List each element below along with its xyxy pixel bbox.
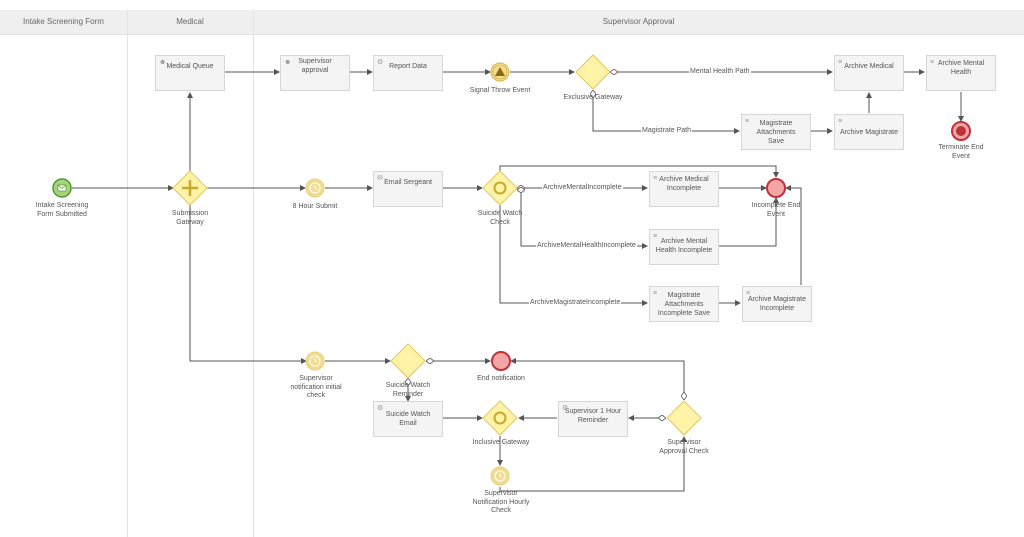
end-notification-event[interactable] <box>491 351 511 371</box>
terminate-end-label: Terminate End Event <box>938 144 984 160</box>
task-label: Report Data <box>389 62 427 70</box>
incomplete-end-event[interactable] <box>766 178 786 198</box>
task-magistrate-attachments-incomplete-save[interactable]: ≡ Magistrate Attachments Incomplete Save <box>649 286 719 322</box>
lane-header-intake: Intake Screening Form <box>0 10 127 35</box>
suicide-watch-check-label: Suicide Watch Check <box>477 210 523 226</box>
supervisor-notification-initial-timer[interactable] <box>305 351 325 371</box>
clock-icon <box>309 355 321 367</box>
flow-line <box>189 205 307 364</box>
start-event[interactable] <box>52 178 72 198</box>
start-event-label: Intake Screening Form Submitted <box>35 202 89 218</box>
script-icon: ≡ <box>930 59 935 66</box>
terminate-end-event[interactable] <box>951 121 971 141</box>
flow-line <box>719 197 779 247</box>
task-magistrate-attachments-save[interactable]: ≡ Magistrate Attachments Save <box>741 114 811 150</box>
archive-magistrate-incomplete-label: ArchiveMagistrateIncomplete <box>529 299 622 307</box>
lane-divider <box>127 10 128 537</box>
submission-gateway[interactable] <box>172 170 208 206</box>
eight-hour-submit-label: 8 Hour Submit <box>292 203 338 210</box>
script-icon: ≡ <box>838 118 843 125</box>
task-supervisor-approval[interactable]: ☻ Supervisor approval <box>280 55 350 91</box>
task-archive-mental-health[interactable]: ≡ Archive Mental Health <box>926 55 996 91</box>
signal-throw-label: Signal Throw Event <box>469 87 531 94</box>
task-archive-medical-incomplete[interactable]: ≡ Archive Medical Incomplete <box>649 171 719 207</box>
script-icon: ≡ <box>653 233 658 240</box>
gear-icon: ⚙ <box>377 59 384 66</box>
exclusive-gateway[interactable] <box>575 54 611 90</box>
parallel-plus-icon <box>182 180 198 196</box>
gear-icon: ⚙ <box>377 405 384 412</box>
lane-header-medical: Medical <box>127 10 253 35</box>
task-label: Supervisor 1 Hour Reminder <box>564 408 622 424</box>
exclusive-gateway-label: Exclusive Gateway <box>563 94 623 101</box>
script-icon: ≡ <box>653 175 658 182</box>
task-label: Magistrate Attachments Incomplete Save <box>657 291 711 317</box>
flow-line <box>499 436 687 492</box>
archive-mental-health-incomplete-label: ArchiveMentalHealthIncomplete <box>536 242 637 250</box>
task-archive-magistrate[interactable]: ≡ Archive Magistrate <box>834 114 904 150</box>
task-label: Archive Magistrate <box>840 128 898 136</box>
inclusive-gateway-label: Inclusive Gateway <box>472 439 530 446</box>
supervisor-notification-initial-label: Supervisor notification initial check <box>290 375 342 399</box>
task-label: Archive Magistrate Incomplete <box>748 296 806 312</box>
lane-header-supervisor: Supervisor Approval <box>253 10 1024 35</box>
task-label: Archive Medical <box>844 62 894 70</box>
task-medical-queue[interactable]: ☻ Medical Queue <box>155 55 225 91</box>
script-icon: ≡ <box>838 59 843 66</box>
envelope-icon: ✉ <box>377 175 383 182</box>
task-label: Medical Queue <box>166 62 214 70</box>
task-supervisor-1-hour-reminder[interactable]: ⚙ Supervisor 1 Hour Reminder <box>558 401 628 437</box>
task-email-sergeant[interactable]: ✉ Email Sergeant <box>373 171 443 207</box>
flow-line <box>517 190 647 246</box>
script-icon: ≡ <box>746 290 751 297</box>
task-label: Suicide Watch Email <box>385 411 431 427</box>
script-icon: ≡ <box>653 290 658 297</box>
task-label: Archive Medical Incomplete <box>659 176 709 192</box>
archive-mental-incomplete-label: ArchiveMentalIncomplete <box>542 184 623 192</box>
flow-line <box>499 165 779 178</box>
task-archive-magistrate-incomplete[interactable]: ≡ Archive Magistrate Incomplete <box>742 286 812 322</box>
task-report-data[interactable]: ⚙ Report Data <box>373 55 443 91</box>
lane-divider <box>253 10 254 537</box>
user-icon: ☻ <box>159 59 167 66</box>
supervisor-approval-check-gateway[interactable] <box>666 400 702 436</box>
inclusive-circle-icon <box>493 181 507 195</box>
mental-health-path-label: Mental Health Path <box>689 68 751 76</box>
incomplete-end-label: Incomplete End Event <box>751 202 801 218</box>
signal-throw-event[interactable] <box>490 62 510 82</box>
script-icon: ≡ <box>745 118 750 125</box>
task-label: Email Sergeant <box>384 178 432 186</box>
task-label: Supervisor approval <box>298 58 332 74</box>
end-notification-label: End notification <box>477 375 525 382</box>
triangle-icon <box>495 67 505 76</box>
flow-line <box>785 185 802 285</box>
inclusive-gateway[interactable] <box>482 400 518 436</box>
supervisor-approval-check-label: Supervisor Approval Check <box>659 439 709 455</box>
task-archive-mental-health-incomplete[interactable]: ≡ Archive Mental Health Incomplete <box>649 229 719 265</box>
task-archive-medical[interactable]: ≡ Archive Medical <box>834 55 904 91</box>
flow-line <box>511 361 684 400</box>
suicide-watch-reminder-gateway[interactable] <box>390 343 426 379</box>
task-label: Archive Mental Health Incomplete <box>655 238 713 254</box>
submission-gateway-label: Submission Gateway <box>171 210 209 226</box>
gear-icon: ⚙ <box>562 405 569 412</box>
eight-hour-timer[interactable] <box>305 178 325 198</box>
envelope-icon <box>57 184 67 192</box>
user-icon: ☻ <box>284 59 292 66</box>
suicide-watch-check-gateway[interactable] <box>482 170 518 206</box>
task-suicide-watch-email[interactable]: ⚙ Suicide Watch Email <box>373 401 443 437</box>
clock-icon <box>309 182 321 194</box>
magistrate-path-label: Magistrate Path <box>641 127 693 135</box>
clock-icon <box>494 470 506 482</box>
task-label: Magistrate Attachments Save <box>756 119 796 145</box>
supervisor-hourly-timer[interactable] <box>490 466 510 486</box>
task-label: Archive Mental Health <box>937 60 985 76</box>
suicide-watch-reminder-label: Suicide Watch Reminder <box>385 382 431 398</box>
inclusive-circle-icon <box>493 411 507 425</box>
supervisor-hourly-label: Supervisor Notification Hourly Check <box>472 490 530 514</box>
